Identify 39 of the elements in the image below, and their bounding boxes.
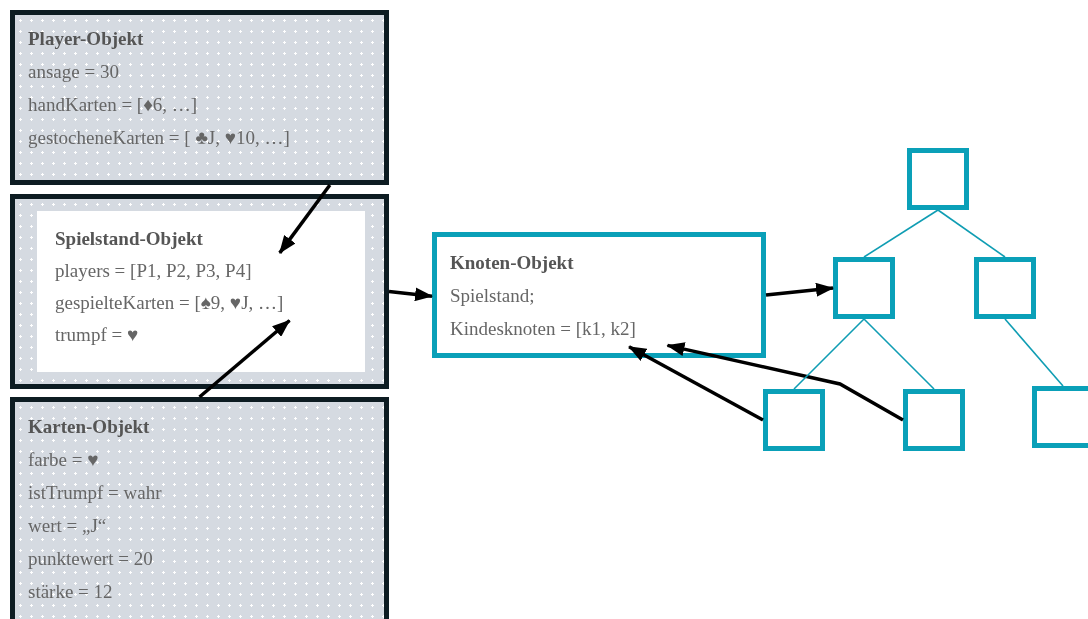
tree-line [863, 209, 939, 258]
arrow [388, 287, 433, 302]
attribute-text: gespielteKarten = [♠9, ♥J, …] [55, 292, 284, 314]
attribute-text: wert = „J“ [28, 515, 107, 537]
attribute-text: farbe = ♥ [28, 449, 99, 471]
attribute-text: punktewert = 20 [28, 548, 153, 570]
attribute-text: ansage = 30 [28, 61, 119, 83]
object-box [10, 397, 389, 619]
object-title: Spielstand-Objekt [55, 228, 203, 250]
tree-line [793, 318, 865, 390]
arrow [628, 345, 764, 422]
object-title: Knoten-Objekt [450, 252, 574, 274]
tree-node-box [903, 389, 965, 451]
attribute-text: handKarten = [♦6, …] [28, 94, 198, 116]
object-box [37, 211, 365, 372]
object-box [10, 194, 389, 389]
attribute-text: trumpf = ♥ [55, 324, 139, 346]
tree-line [937, 209, 1006, 258]
attribute-text: Spielstand; [450, 285, 535, 307]
arrow [765, 282, 834, 297]
arrow [278, 183, 332, 254]
tree-node-box [763, 389, 825, 451]
tree-node-box [1032, 386, 1088, 448]
object-box [10, 10, 389, 185]
attribute-text: stärke = 12 [28, 581, 113, 603]
attribute-text: Kindesknoten = [k1, k2] [450, 318, 636, 340]
arrow [198, 319, 291, 399]
object-box [432, 232, 766, 358]
arrow [666, 342, 904, 422]
attribute-text: istTrumpf = wahr [28, 482, 162, 504]
tree-line [1004, 318, 1064, 387]
tree-node-box [974, 257, 1036, 319]
object-title: Karten-Objekt [28, 416, 150, 438]
tree-line [863, 318, 935, 390]
tree-node-box [907, 148, 969, 210]
attribute-text: players = [P1, P2, P3, P4] [55, 260, 252, 282]
object-title: Player-Objekt [28, 28, 144, 50]
tree-node-box [833, 257, 895, 319]
attribute-text: gestocheneKarten = [ ♣J, ♥10, …] [28, 127, 290, 149]
